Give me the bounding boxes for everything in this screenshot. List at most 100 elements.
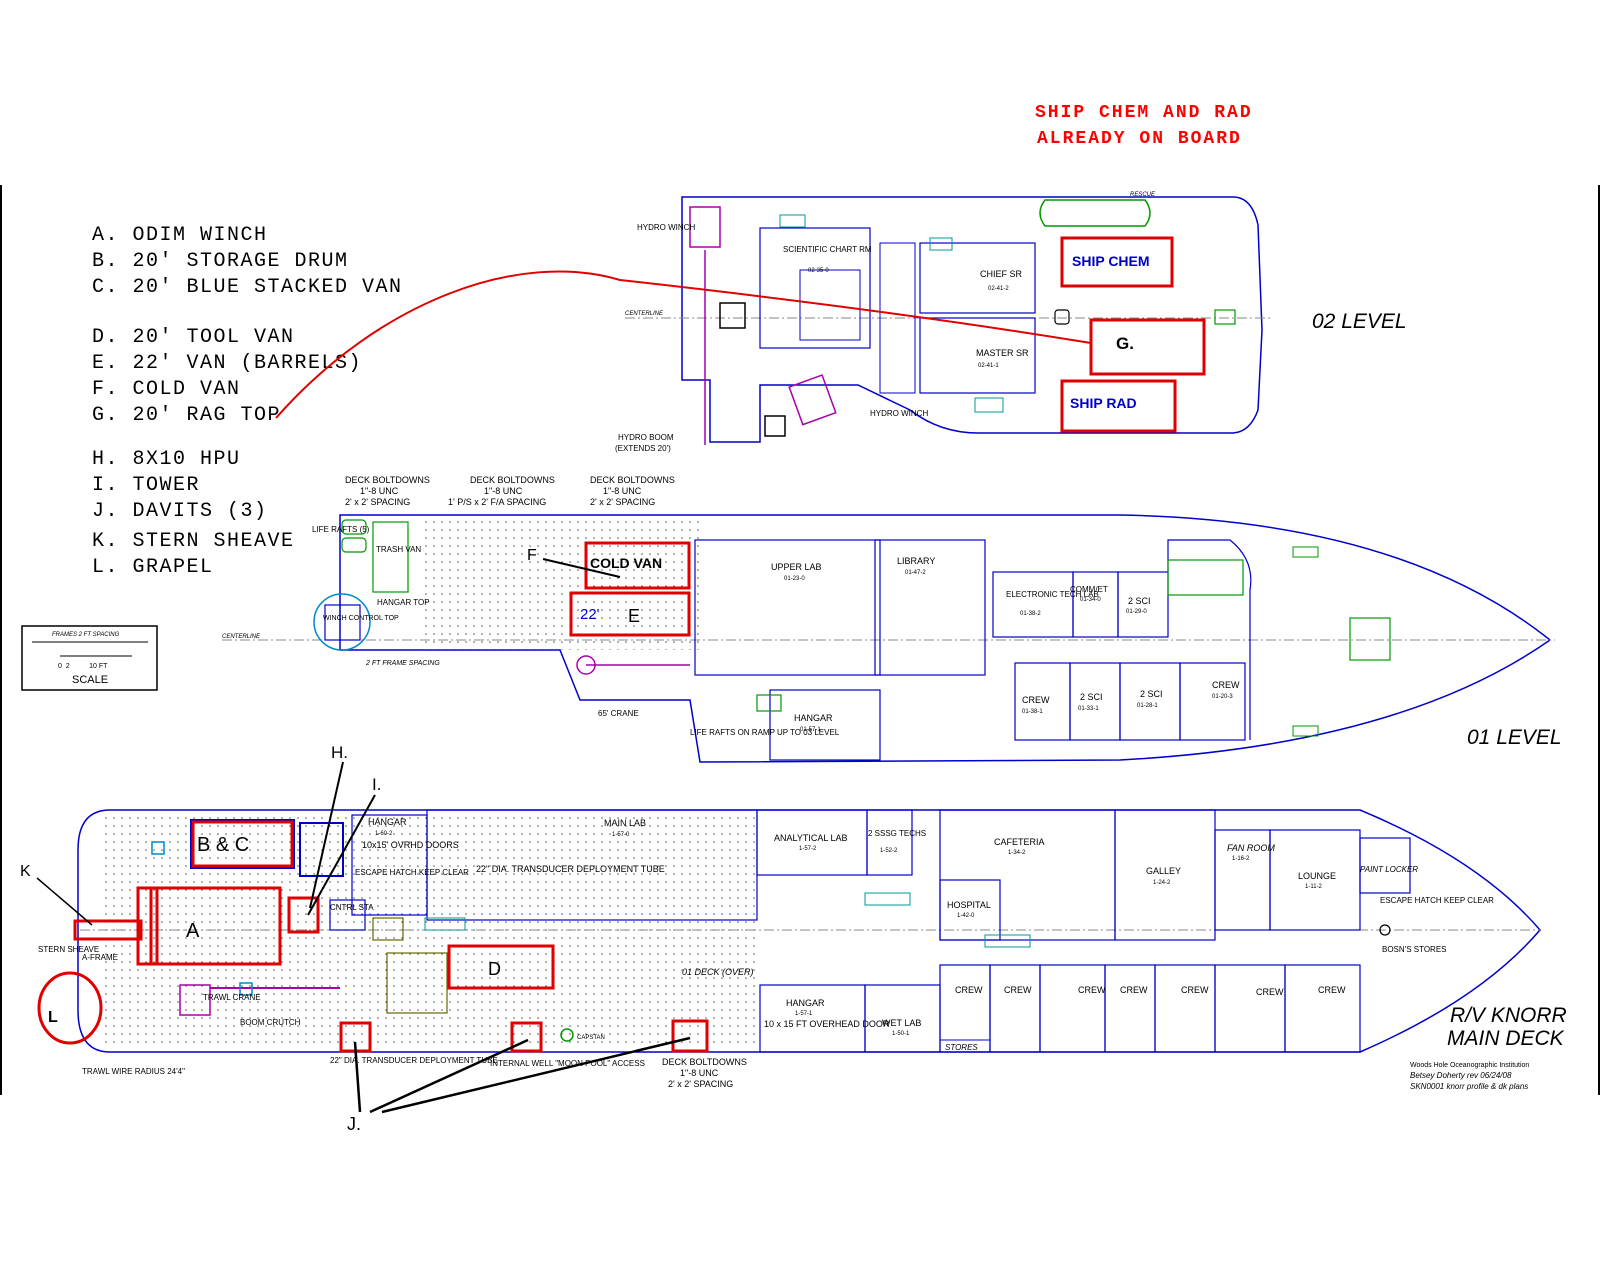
crew-a-label: CREW bbox=[1022, 695, 1050, 705]
deck-bolt-a-3: 2' x 2' SPACING bbox=[345, 497, 410, 507]
l01-centerline-label: CENTERLINE bbox=[222, 634, 261, 640]
hydro-boom-label: HYDRO BOOM bbox=[618, 433, 674, 442]
legend-item-h: H. 8X10 HPU bbox=[92, 448, 241, 471]
lounge-label: LOUNGE bbox=[1298, 871, 1336, 881]
hydro-boom-label-2: (EXTENDS 20') bbox=[615, 444, 671, 453]
winch-control-circle bbox=[313, 593, 371, 651]
master-sr-no: 02-41-1 bbox=[978, 363, 999, 369]
main-stair-2 bbox=[864, 892, 911, 906]
crew-b-room bbox=[1179, 662, 1246, 741]
life-rafts-ramp-label: LIFE RAFTS ON RAMP UP TO 03 LEVEL bbox=[690, 728, 840, 737]
elec-tech-room bbox=[992, 571, 1074, 638]
hospital-room bbox=[939, 879, 1001, 941]
crew-b-no: 01-20-3 bbox=[1212, 694, 1233, 700]
ship-chem-label: SHIP CHEM bbox=[1072, 253, 1150, 269]
level-01-plan: DECK BOLTDOWNS 1"-8 UNC 2' x 2' SPACING … bbox=[222, 475, 1562, 763]
bc-blue-box bbox=[190, 819, 295, 869]
j-leader-1 bbox=[353, 1041, 362, 1113]
level-01-title: 01 LEVEL bbox=[1467, 726, 1562, 749]
credit-1: Woods Hole Oceanographic Institution bbox=[1410, 1062, 1529, 1069]
legend-item-d: D. 20' TOOL VAN bbox=[92, 326, 295, 349]
capstan-shape bbox=[560, 1028, 574, 1042]
cafeteria-no: 1-34-2 bbox=[1008, 850, 1026, 856]
wet-lab-label: WET LAB bbox=[882, 1018, 921, 1028]
legend-item-a: A. ODIM WINCH bbox=[92, 224, 268, 247]
d-box bbox=[447, 944, 555, 990]
transducer-2-label: 22" DIA. TRANSDUCER DEPLOYMENT TUBE bbox=[330, 1056, 498, 1065]
crew-room-5 bbox=[1154, 964, 1216, 1053]
main-hangar-no: 1-60-2 bbox=[375, 831, 393, 837]
l02-bulkhead bbox=[879, 242, 916, 394]
hydro-winch-2-label: HYDRO WINCH bbox=[870, 409, 928, 418]
level-02-title: 02 LEVEL bbox=[1312, 310, 1407, 333]
frame-spacing-label: 2 FT FRAME SPACING bbox=[365, 660, 440, 667]
main-hangar-2-label: HANGAR bbox=[786, 998, 825, 1008]
sssg-room bbox=[866, 809, 913, 876]
main-stair-3 bbox=[984, 934, 1031, 948]
doors-label: 10x15' OVRHD DOORS bbox=[362, 840, 459, 850]
life-rafts-ramp-shape bbox=[756, 694, 782, 712]
crane-base bbox=[576, 655, 596, 675]
trawl-crane-shape bbox=[179, 984, 211, 1016]
moon-pool-label: INTERNAL WELL "MOON POOL" ACCESS bbox=[490, 1059, 645, 1068]
l01-boltdown-area bbox=[425, 515, 700, 650]
upper-lab-no: 01-23-0 bbox=[784, 576, 805, 582]
h-blue-box bbox=[299, 822, 344, 877]
crew-room-6 bbox=[1214, 964, 1286, 1053]
scale-nums: 0 2 10 FT bbox=[58, 663, 108, 670]
bosns-stores-label: BOSN'S STORES bbox=[1382, 945, 1447, 954]
cold-van-label: COLD VAN bbox=[590, 555, 662, 571]
crew-room-7 bbox=[1284, 964, 1361, 1053]
crew-label-1: CREW bbox=[955, 985, 983, 995]
l02-stair-3 bbox=[929, 237, 953, 251]
crew-label-3: CREW bbox=[1078, 985, 1106, 995]
cafeteria-label: CAFETERIA bbox=[994, 837, 1045, 847]
deck-bolt-a-1: DECK BOLTDOWNS bbox=[345, 475, 430, 485]
l01-hangar-label: HANGAR bbox=[794, 713, 833, 723]
blue-square-2 bbox=[239, 982, 253, 996]
l01-boat-2 bbox=[1292, 725, 1319, 737]
level-01-hull bbox=[339, 514, 1552, 763]
galley-label: GALLEY bbox=[1146, 866, 1181, 876]
f-label: F bbox=[527, 547, 537, 564]
hospital-label: HOSPITAL bbox=[947, 900, 991, 910]
escape-hatch-label: ESCAPE HATCH KEEP CLEAR bbox=[355, 868, 469, 877]
two-sci-b-label: 2 SCI bbox=[1080, 692, 1103, 702]
cntrl-sta-label: CNTRL STA bbox=[330, 903, 374, 912]
bc-box bbox=[191, 820, 294, 868]
two-sci-a-room bbox=[1117, 571, 1169, 638]
i-box bbox=[287, 896, 320, 934]
crew-room-2 bbox=[989, 964, 1041, 1053]
l02-mooring bbox=[1214, 309, 1236, 325]
cafeteria-room bbox=[939, 809, 1116, 941]
cntrl-sta-shape bbox=[329, 899, 366, 931]
lounge-no: 1-11-2 bbox=[1305, 884, 1323, 890]
chief-sr-label: CHIEF SR bbox=[980, 269, 1023, 279]
library-label: LIBRARY bbox=[897, 556, 935, 566]
j-leader-2 bbox=[369, 1038, 529, 1114]
two-sci-c-room bbox=[1119, 662, 1181, 741]
analytical-lab-label: ANALYTICAL LAB bbox=[774, 833, 848, 843]
e-box bbox=[569, 591, 691, 637]
g-box bbox=[1089, 318, 1206, 376]
master-sr-label: MASTER SR bbox=[976, 348, 1029, 358]
sci-chart-inner bbox=[799, 269, 861, 341]
l02-stair-1 bbox=[779, 214, 806, 228]
l01-windlass bbox=[1349, 617, 1391, 661]
winch-control-shape bbox=[324, 604, 361, 641]
deck-bolt-b-2: 1"-8 UNC bbox=[484, 486, 523, 496]
g-label: G. bbox=[1116, 334, 1134, 353]
upper-lab-label: UPPER LAB bbox=[771, 562, 822, 572]
k-box bbox=[73, 919, 143, 941]
fan-room-no: 1-16-2 bbox=[1232, 856, 1250, 862]
deck-bolt-c-2: 1"-8 UNC bbox=[603, 486, 642, 496]
comm-et-room bbox=[1072, 571, 1119, 638]
l02-centerline-label: CENTERLINE bbox=[625, 311, 664, 317]
l02-stair-2 bbox=[974, 397, 1004, 413]
crew-room-1 bbox=[939, 964, 991, 1053]
life-rafts-label: LIFE RAFTS (5) bbox=[312, 525, 370, 534]
cold-van-box bbox=[584, 541, 691, 590]
crew-label-6: CREW bbox=[1256, 987, 1284, 997]
main-deck-bolt-1: DECK BOLTDOWNS bbox=[662, 1057, 747, 1067]
main-lab-no: 1-57-0 bbox=[612, 832, 630, 838]
